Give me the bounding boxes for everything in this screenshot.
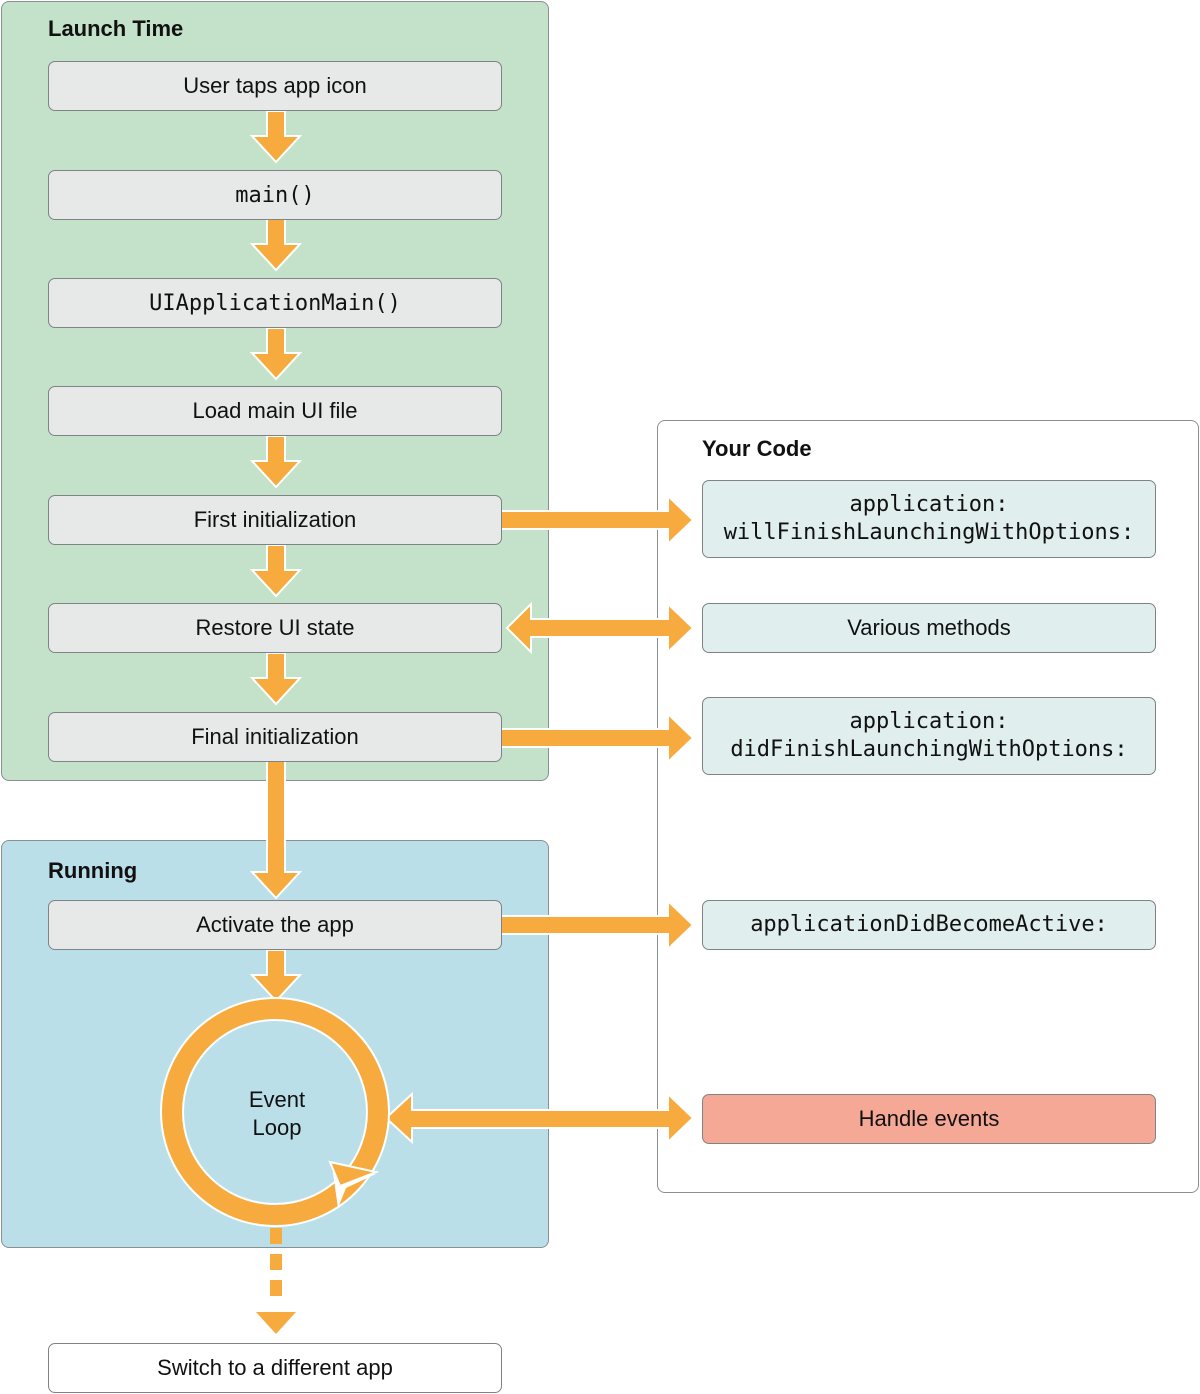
event-loop-ring [160,997,390,1227]
arrow-down-2 [251,219,301,271]
step-load-main-ui: Load main UI file [48,386,502,436]
arrow-restore-various [505,601,695,655]
event-loop-label: Event Loop [217,1086,337,1142]
arrow-first-init-to-will-finish [501,493,695,547]
step-restore-ui-state: Restore UI state [48,603,502,653]
did-finish-line2: didFinishLaunchingWithOptions: [730,737,1128,762]
step-main: main() [48,170,502,220]
event-loop-line2: Loop [252,1115,302,1140]
your-code-title: Your Code [702,436,812,461]
did-finish-launching-box: application: didFinishLaunchingWithOptio… [702,697,1156,775]
running-title: Running [48,858,138,883]
step-final-initialization: Final initialization [48,712,502,762]
arrow-dashed-to-switch [256,1228,296,1334]
switch-different-app: Switch to a different app [48,1343,502,1393]
arrow-down-to-loop [251,950,301,1002]
arrow-down-4 [251,436,301,488]
did-finish-line1: application: [849,709,1009,734]
step-activate-app: Activate the app [48,900,502,950]
arrow-down-3 [251,328,301,380]
arrow-activate-to-did-become-active [501,898,695,952]
arrow-down-to-activate [249,761,303,900]
arrow-down-5 [251,545,301,597]
arrow-down-6 [251,653,301,705]
various-methods-box: Various methods [702,603,1156,653]
arrow-final-init-to-did-finish [501,711,695,765]
will-finish-line2: willFinishLaunchingWithOptions: [723,520,1135,545]
step-first-initialization: First initialization [48,495,502,545]
will-finish-line1: application: [849,492,1009,517]
step-user-taps-icon: User taps app icon [48,61,502,111]
will-finish-launching-box: application: willFinishLaunchingWithOpti… [702,480,1156,558]
launch-time-title: Launch Time [48,16,184,41]
event-loop-line1: Event [248,1087,306,1112]
did-become-active-box: applicationDidBecomeActive: [702,900,1156,950]
step-uiapplicationmain: UIApplicationMain() [48,278,502,328]
handle-events-box: Handle events [702,1094,1156,1144]
arrow-down-1 [251,111,301,163]
arrow-loop-handle-events [384,1091,695,1145]
